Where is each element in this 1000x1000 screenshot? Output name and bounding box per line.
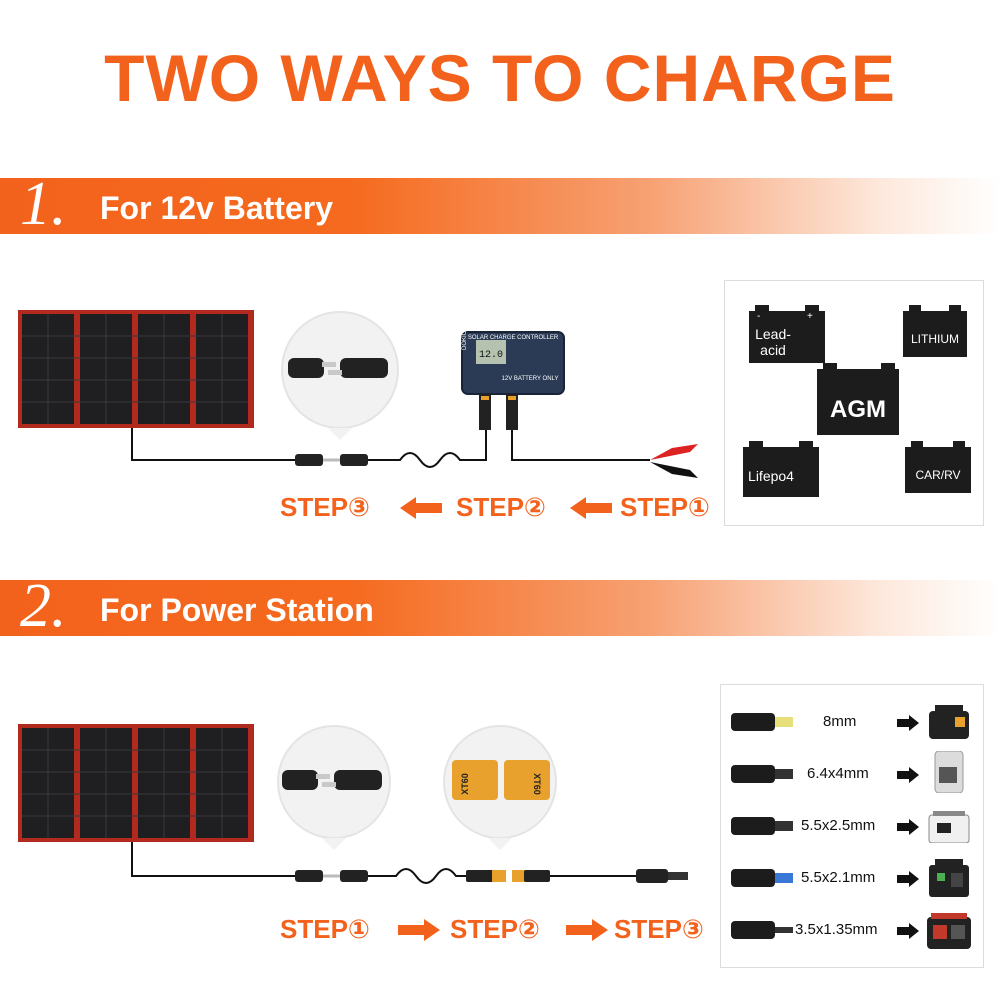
arrow-right-icon (897, 767, 919, 783)
solar-panel-icon (18, 310, 254, 428)
arrow-left-icon (400, 497, 442, 519)
section-2-step-2: STEP② (450, 914, 540, 944)
power-station-icon (929, 859, 969, 897)
dc-plug-icon (731, 921, 793, 939)
section-2-step-1: STEP① (280, 914, 370, 944)
section-2-step-3: STEP③ (614, 914, 704, 944)
battery-types-box: - + Lead- acid LITHIUM AGM Lifepo4 CAR/RV (724, 280, 984, 526)
alligator-clip-icon (650, 444, 698, 478)
adapter-row: 5.5x2.1mm (721, 859, 983, 897)
adapter-size-label: 5.5x2.1mm (801, 869, 876, 886)
battery-icon: LITHIUM (903, 305, 967, 357)
svg-text:Lead-: Lead- (755, 326, 791, 342)
adapter-row: 5.5x2.5mm (721, 809, 983, 845)
section-1-step-1: STEP① (620, 492, 710, 522)
controller-note: 12V BATTERY ONLY (502, 376, 559, 382)
arrow-right-icon (897, 871, 919, 887)
xt60-left-label: XT60 (460, 773, 470, 795)
power-station-icon (928, 811, 970, 843)
section-1-diagram: 12.0 SOLAR CHARGE CONTROLLER DOKIO 12V B… (18, 310, 698, 478)
xt60-right-label: XT60 (532, 773, 542, 795)
dc-plug-icon (731, 765, 793, 783)
arrow-right-icon (566, 919, 608, 941)
section-1-banner: 1. For 12v Battery (0, 172, 1000, 236)
dc-plug-icon (731, 817, 793, 835)
svg-text:-: - (757, 311, 760, 322)
adapter-size-label: 5.5x2.5mm (801, 817, 876, 834)
dc-plug-icon (731, 713, 793, 731)
arrow-right-icon (897, 715, 919, 731)
svg-text:+: + (807, 311, 813, 322)
svg-text:acid: acid (760, 342, 786, 358)
power-station-icon (929, 705, 969, 739)
battery-label-lithium: LITHIUM (911, 332, 959, 346)
page-title: TWO WAYS TO CHARGE (104, 41, 896, 115)
section-1-label: For 12v Battery (100, 190, 333, 226)
section-1-step-2: STEP② (456, 492, 546, 522)
power-station-icon (927, 913, 971, 949)
adapter-size-label: 8mm (823, 713, 857, 730)
solar-panel-icon (18, 724, 254, 842)
section-2-label: For Power Station (100, 592, 374, 628)
dc-plug-icon (636, 869, 688, 883)
controller-brand: DOKIO (462, 330, 468, 350)
power-station-icon (934, 751, 964, 793)
arrow-right-icon (897, 819, 919, 835)
battery-icon: AGM (817, 363, 899, 435)
battery-icon: - + Lead- acid (749, 305, 825, 363)
section-2-number: 2. (20, 572, 67, 640)
adapter-row: 6.4x4mm (721, 751, 983, 793)
dc-plug-icon (731, 869, 793, 887)
arrow-right-icon (398, 919, 440, 941)
battery-icon: CAR/RV (905, 441, 971, 493)
battery-icon: Lifepo4 (743, 441, 819, 497)
section-1-step-3: STEP③ (280, 492, 370, 522)
adapter-size-label: 6.4x4mm (807, 765, 869, 782)
adapter-row: 3.5x1.35mm (721, 913, 983, 949)
battery-label-car-rv: CAR/RV (915, 468, 960, 482)
arrow-left-icon (570, 497, 612, 519)
controller-display: 12.0 (479, 350, 503, 361)
battery-label-agm: AGM (830, 396, 886, 423)
adapter-box: 8mm 6.4x4mm 5.5x2.5mm 5.5x2.1mm 3.5x1.35… (720, 684, 984, 968)
section-2-diagram: XT60 XT60 (18, 724, 688, 884)
battery-label-lifepo4: Lifepo4 (748, 468, 794, 484)
section-2-banner: 2. For Power Station (0, 574, 1000, 638)
charge-controller-icon: 12.0 SOLAR CHARGE CONTROLLER DOKIO 12V B… (461, 330, 565, 430)
arrow-right-icon (897, 923, 919, 939)
xt60-connector-icon (466, 870, 550, 882)
section-1-number: 1. (20, 170, 67, 238)
sae-connector-icon (295, 454, 368, 466)
adapter-row: 8mm (721, 705, 983, 741)
controller-header: SOLAR CHARGE CONTROLLER (468, 335, 559, 341)
adapter-size-label: 3.5x1.35mm (795, 921, 878, 938)
sae-connector-icon (295, 870, 368, 882)
battery-icons: - + Lead- acid LITHIUM AGM Lifepo4 CAR/RV (743, 305, 971, 497)
